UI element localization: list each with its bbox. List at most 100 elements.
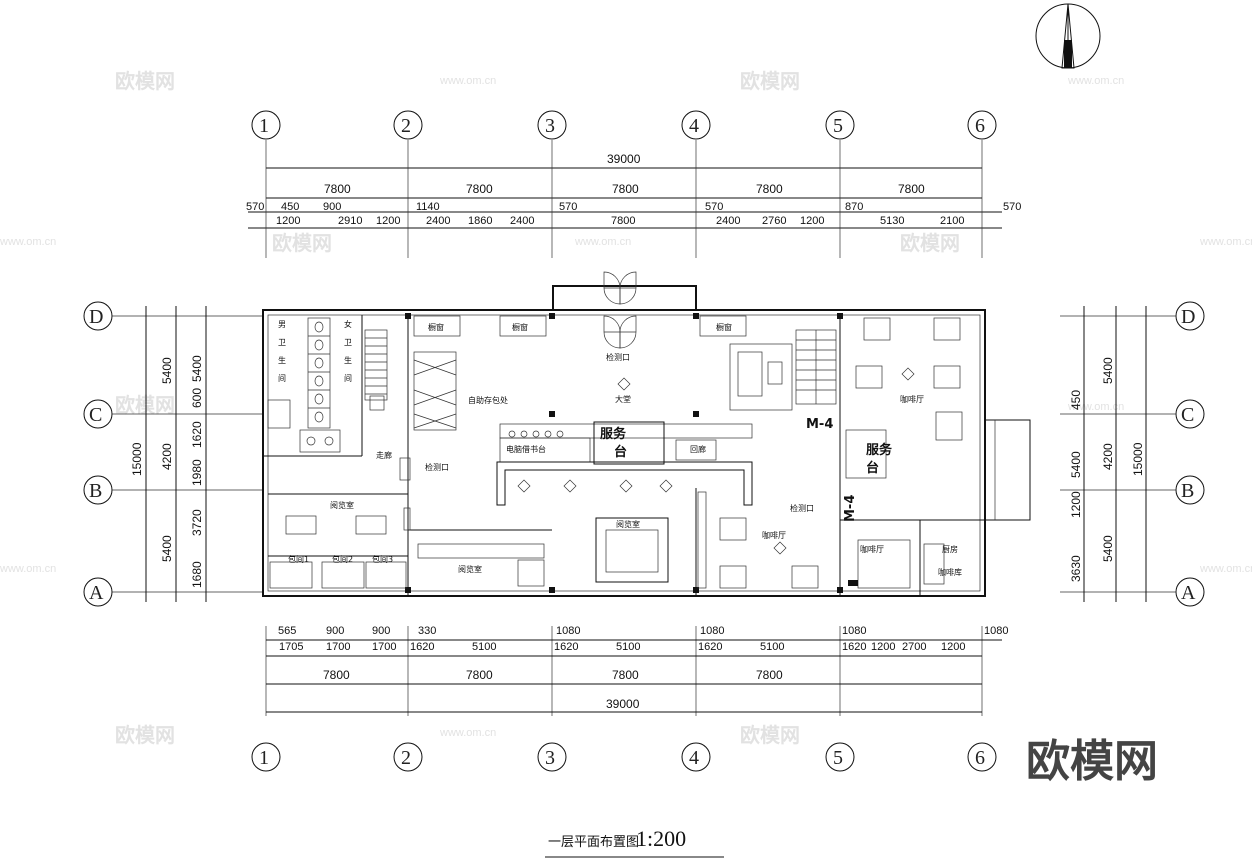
watermark-url: www.om.cn [439, 727, 496, 739]
axis-label: D [89, 306, 103, 328]
dim-text: 7800 [466, 668, 493, 682]
reading-room-bottom [417, 543, 545, 587]
dim-text: 5100 [760, 641, 784, 653]
dim-text: 1620 [842, 641, 866, 653]
dim-text: 1080 [842, 625, 866, 637]
front-desk-area [496, 421, 753, 506]
dim-text: 3720 [190, 509, 204, 536]
watermark-text: 欧模网 [115, 723, 175, 747]
watermark-text: 欧模网 [272, 231, 332, 255]
room-label: M-4 [843, 495, 858, 522]
grid-axis-left: D C B A [83, 301, 262, 607]
dim-text: 570 [246, 201, 264, 213]
dim-text: 7800 [756, 668, 783, 682]
dim-text: 7800 [611, 215, 635, 227]
cafe-tables-right [845, 317, 963, 479]
dim-text: 7800 [323, 668, 350, 682]
dim-text: 1700 [326, 641, 350, 653]
axis-label: 2 [401, 747, 411, 769]
watermark-url: www.om.cn [0, 563, 56, 575]
room-label: 包间1 [288, 554, 309, 564]
showcase-block: 橱窗 橱窗 橱窗 [413, 315, 747, 337]
axis-label: A [1181, 582, 1196, 604]
axis-label: C [1181, 404, 1194, 426]
dimension-right: 450 5400 1200 3630 5400 4200 5400 15000 [1069, 306, 1147, 602]
room-label: 服务 [600, 426, 627, 442]
drawing-title: 一层平面布置图 [548, 835, 639, 850]
room-label: 橱窗 [428, 322, 444, 332]
dim-text: 2700 [902, 641, 926, 653]
room-label: 厨房 [942, 544, 958, 554]
dim-text: 15000 [1131, 442, 1145, 476]
room-label: 走廊 [376, 450, 392, 460]
axis-label: B [89, 480, 102, 502]
room-label: 大堂 [615, 394, 631, 404]
cafe-small-kitchen [848, 539, 945, 589]
dim-text: 1140 [416, 201, 440, 213]
dim-text: 39000 [606, 697, 640, 711]
axis-label: C [89, 404, 102, 426]
dim-text: 5400 [190, 355, 204, 382]
room-label: 阅览室 [458, 564, 482, 574]
dimension-bottom: 565 900 900 330 1080 1080 1080 1080 1705… [265, 625, 1008, 716]
dim-text: 1080 [984, 625, 1008, 637]
dim-text: 450 [1069, 390, 1083, 410]
dim-text: 600 [190, 388, 204, 408]
room-label: 咖啡厅 [900, 394, 924, 404]
dim-text: 3630 [1069, 555, 1083, 582]
dim-text: 7800 [756, 182, 783, 196]
watermark-brand: 欧模网 [1026, 736, 1158, 787]
dim-text: 5400 [160, 535, 174, 562]
room-label: 橱窗 [716, 322, 732, 332]
axis-label: 3 [545, 747, 555, 769]
grid-axis-bottom: 1 2 3 4 5 6 [251, 742, 997, 772]
north-arrow-icon [1035, 3, 1101, 69]
room-label: 间 [278, 374, 286, 383]
watermark-url: www.om.cn [439, 75, 496, 87]
dim-text: 1080 [700, 625, 724, 637]
dim-text: 1200 [376, 215, 400, 227]
room-label: 女 [344, 319, 352, 329]
drawing-scale: 1:200 [636, 826, 686, 851]
axis-label: 1 [259, 115, 269, 137]
dim-text: 5130 [880, 215, 904, 227]
stair-right-icon [795, 329, 837, 405]
watermark-layer: 欧模网 欧模网 www.om.cn www.om.cn www.om.cn 欧模… [0, 69, 1252, 787]
dim-text: 7800 [612, 668, 639, 682]
room-label: 咖啡库 [938, 567, 962, 577]
watermark-url: www.om.cn [1067, 75, 1124, 87]
dim-text: 1860 [468, 215, 492, 227]
dim-text: 2100 [940, 215, 964, 227]
watermark-url: www.om.cn [1199, 563, 1252, 575]
watermark-url: www.om.cn [1067, 401, 1124, 413]
dim-text: 570 [705, 201, 723, 213]
room-label: 回廊 [690, 444, 706, 454]
room-label: 检测口 [425, 462, 449, 472]
dim-text: 1200 [276, 215, 300, 227]
room-label: M-4 [806, 417, 833, 432]
dim-text: 900 [326, 625, 344, 637]
check-gate-icon [399, 457, 411, 481]
axis-label: 4 [689, 747, 699, 769]
dim-text: 7800 [466, 182, 493, 196]
room-label: 自助存包处 [468, 395, 508, 405]
room-label: 男 [278, 320, 286, 329]
room-label: 阅览室 [330, 500, 354, 510]
toilet-fixtures: 男 卫 生 间 女 卫 生 间 [267, 317, 352, 453]
dim-text: 2400 [716, 215, 740, 227]
axis-label: B [1181, 480, 1194, 502]
axis-label: 6 [975, 747, 985, 769]
room-label: 生 [344, 355, 352, 365]
dim-text: 450 [281, 201, 299, 213]
axis-label: 5 [833, 115, 843, 137]
room-label: 咖啡厅 [762, 530, 786, 540]
entrance-doors-icon [603, 271, 637, 349]
dim-text: 1705 [279, 641, 303, 653]
dim-text: 1200 [871, 641, 895, 653]
room-label: 咖啡厅 [860, 544, 884, 554]
axis-label: 4 [689, 115, 699, 137]
dim-text: 2910 [338, 215, 362, 227]
building-walls [262, 285, 1031, 597]
room-label: 卫 [344, 338, 352, 347]
